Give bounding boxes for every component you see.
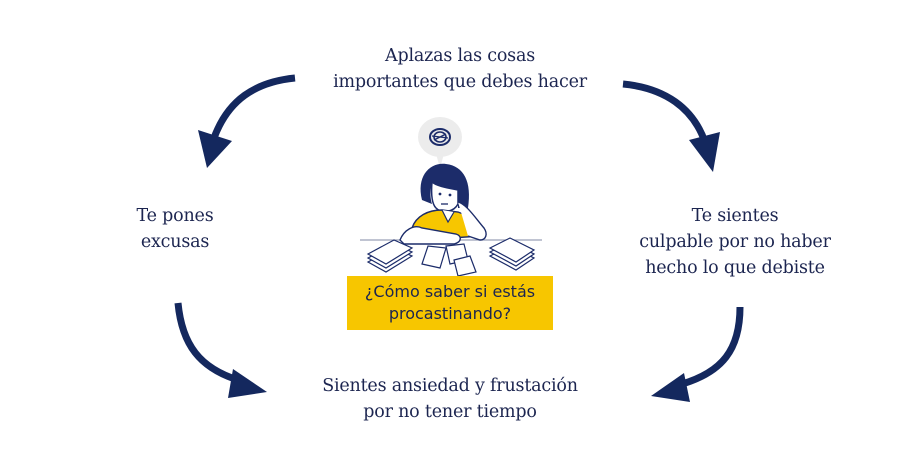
thought-bubble-icon bbox=[418, 117, 462, 168]
arrow-left-to-bottom bbox=[174, 302, 267, 398]
node-top-line2: importantes que debes hacer bbox=[333, 72, 587, 92]
node-make-excuses: Te pones excusas bbox=[95, 203, 255, 255]
arms bbox=[399, 226, 461, 245]
node-bottom-line1: Sientes ansiedad y frustación bbox=[322, 376, 578, 396]
node-left-line1: Te pones bbox=[136, 206, 214, 226]
arrow-top-to-right bbox=[622, 80, 720, 172]
node-postpone-tasks: Aplazas las cosas importantes que debes … bbox=[300, 43, 620, 95]
arrow-top-to-left bbox=[198, 74, 296, 168]
node-right-line3: hecho lo que debiste bbox=[645, 258, 825, 278]
node-top-line1: Aplazas las cosas bbox=[385, 46, 535, 66]
center-question-banner: ¿Cómo saber si estás procastinando? bbox=[347, 276, 553, 330]
node-anxiety-frustration: Sientes ansiedad y frustación por no ten… bbox=[290, 373, 610, 425]
paper-stack-right bbox=[488, 237, 536, 271]
node-right-line1: Te sientes bbox=[691, 206, 779, 226]
center-question-line2: procastinando? bbox=[388, 304, 512, 323]
node-left-line2: excusas bbox=[140, 232, 210, 252]
paper-stack-left bbox=[366, 239, 414, 273]
center-question-line1: ¿Cómo saber si estás bbox=[364, 282, 536, 301]
node-bottom-line2: por no tener tiempo bbox=[363, 402, 537, 422]
loose-papers bbox=[421, 243, 477, 277]
node-right-line2: culpable por no haber bbox=[639, 232, 831, 252]
hair bbox=[420, 163, 470, 208]
arrow-right-to-bottom bbox=[651, 306, 744, 402]
procrastinating-woman-illustration bbox=[360, 117, 542, 277]
node-feel-guilty: Te sientes culpable por no haber hecho l… bbox=[620, 203, 850, 281]
